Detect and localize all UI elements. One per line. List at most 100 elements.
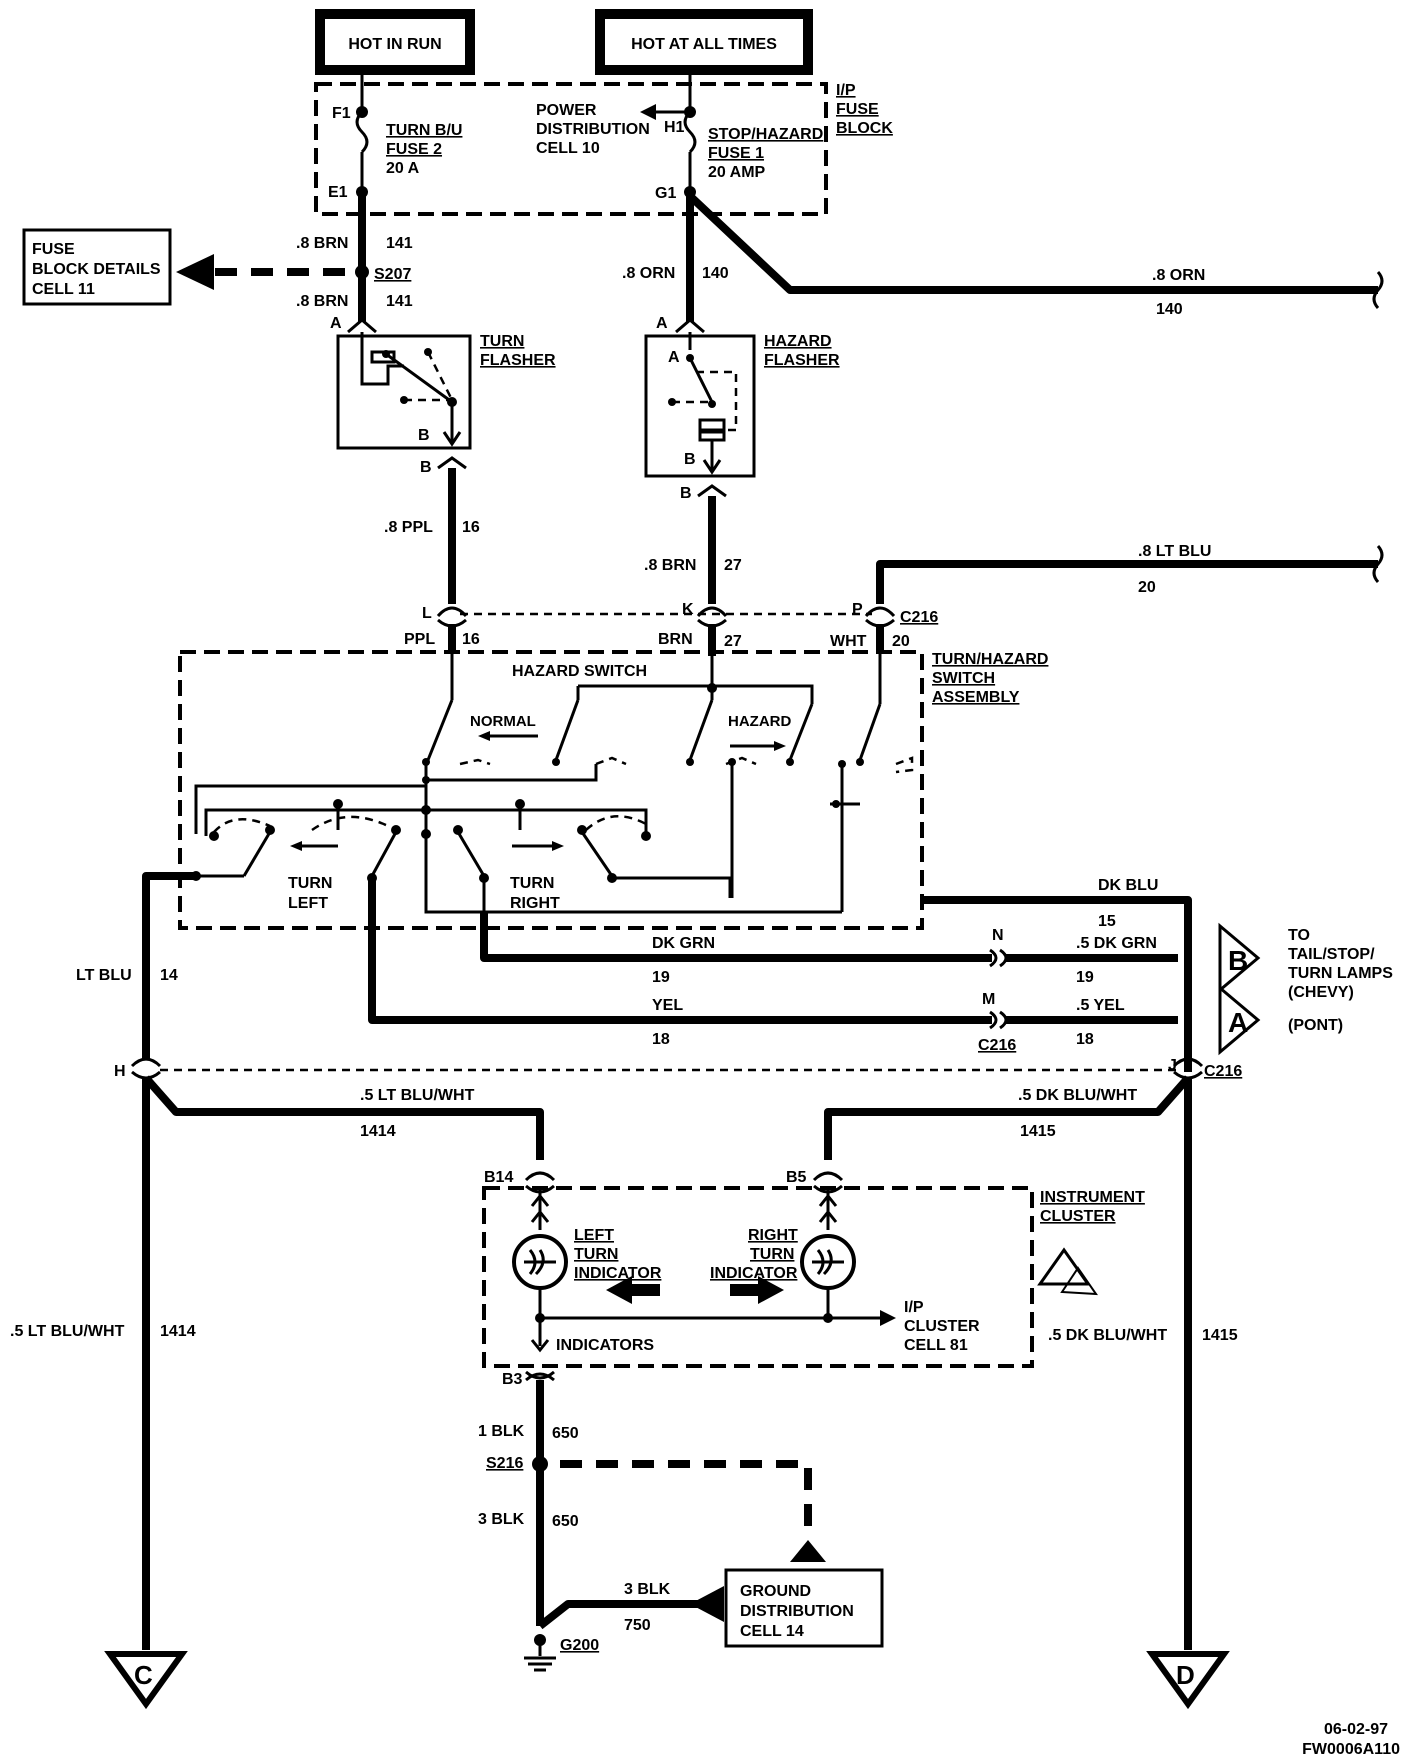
dest-b-label-4: (CHEVY): [1288, 984, 1354, 1001]
turn-right-label-2: RIGHT: [510, 895, 560, 912]
wire-14-lt-blu: LT BLU 14: [76, 872, 196, 1060]
wire-27: .8 BRN 27: [644, 496, 742, 604]
wire-16: .8 PPL 16: [384, 468, 480, 604]
wire-16-color: .8 PPL: [384, 519, 433, 536]
fuse-block-title-1: I/P: [836, 82, 856, 99]
wire-18-yel: YEL 18 .5 YEL 18 M C216: [368, 878, 1178, 1054]
ppl-c-label: PPL: [404, 631, 435, 648]
left-arrow-icon: [606, 1276, 660, 1304]
wire-1414-num-side: 1414: [160, 1323, 196, 1340]
ip-cluster-arrow: [880, 1310, 896, 1326]
ground-dist-2: DISTRIBUTION: [740, 1603, 854, 1620]
wire-15-color: DK BLU: [1098, 877, 1158, 894]
ground-dist-1: GROUND: [740, 1583, 811, 1600]
connector-c216-top: L K P C216 PPL 16 BRN 27 WHT 20: [404, 601, 938, 656]
hazard-flasher-label-2: FLASHER: [764, 352, 840, 369]
ground-dist-up-arrow: [790, 1540, 826, 1562]
turn-left-label-1: TURN: [288, 875, 332, 892]
hazard-switch-label: HAZARD SWITCH: [512, 663, 647, 680]
dest-c-letter: C: [134, 1660, 153, 1690]
wire-18-color: YEL: [652, 997, 683, 1014]
pin-g1: G1: [655, 185, 676, 202]
wire-650-color-top: 1 BLK: [478, 1423, 525, 1440]
brn-c-label: BRN: [658, 631, 693, 648]
splice-s207: [355, 265, 369, 279]
c216-label-bottom: C216: [1204, 1063, 1242, 1080]
wire-1415-num-side: 1415: [1202, 1327, 1238, 1344]
ground-distribution-box: GROUND DISTRIBUTION CELL 14: [724, 1568, 884, 1648]
wire-20: .8 LT BLU 20: [876, 543, 1384, 604]
wire-1415-color-top: .5 DK BLU/WHT: [1018, 1087, 1137, 1104]
wire-140-color-right: .8 ORN: [1152, 267, 1205, 284]
hot-in-run-label: HOT IN RUN: [348, 36, 441, 53]
fuse-details-1: FUSE: [32, 241, 75, 258]
destination-c: C: [104, 1651, 188, 1710]
right-indicator-label-2: TURN: [750, 1246, 794, 1263]
wire-140: .8 ORN 140 .8 ORN 140: [622, 193, 1384, 322]
wire-1415-num-top: 1415: [1020, 1123, 1056, 1140]
wire-141-color-bot: .8 BRN: [296, 293, 348, 310]
cluster-title-1: INSTRUMENT: [1040, 1189, 1145, 1206]
pin-m: M: [982, 991, 995, 1008]
ground-dist-3: CELL 14: [740, 1623, 804, 1640]
power-dist-label-1: POWER: [536, 102, 597, 119]
wire-1414-color-side: .5 LT BLU/WHT: [10, 1323, 125, 1340]
hazard-flasher-pin-b2: B: [680, 485, 692, 502]
pin-b3: B3: [502, 1371, 523, 1388]
n16-c-label: 16: [462, 631, 480, 648]
instrument-cluster: INSTRUMENT CLUSTER B14 B5 LEFT TURN INDI…: [482, 1169, 1145, 1388]
stop-fuse-label-3: 20 AMP: [708, 164, 766, 181]
wire-1414: .5 LT BLU/WHT 1414 .5 LT BLU/WHT 1414: [10, 1075, 544, 1650]
esd-hand-icon: [1060, 1266, 1098, 1296]
turn-flasher: A TURN FLASHER B B: [330, 315, 556, 476]
wire-650-num-bot: 650: [552, 1513, 579, 1530]
pin-j: J: [1168, 1057, 1177, 1074]
ip-cluster-label-3: CELL 81: [904, 1337, 968, 1354]
esd-warning-icon: [1037, 1247, 1091, 1286]
turn-flasher-label-1: TURN: [480, 333, 524, 350]
normal-label: NORMAL: [470, 713, 536, 730]
wire-18-color-right: .5 YEL: [1076, 997, 1125, 1014]
hazard-flasher: A HAZARD FLASHER A B B: [644, 315, 840, 502]
dest-b-label-2: TAIL/STOP/: [1288, 946, 1375, 963]
turn-flasher-pin-b2: B: [420, 459, 432, 476]
stop-fuse-label-2: FUSE 1: [708, 145, 764, 162]
hot-in-run-box: HOT IN RUN: [315, 9, 475, 75]
pin-e1: E1: [328, 184, 348, 201]
wire-19-num-right: 19: [1076, 969, 1094, 986]
ip-cluster-label-2: CLUSTER: [904, 1318, 980, 1335]
pin-k: K: [682, 601, 694, 618]
footer-code: FW0006A110: [1302, 1741, 1400, 1758]
wire-141-num-top: 141: [386, 235, 413, 252]
wire-20-num: 20: [1138, 579, 1156, 596]
hot-at-all-times-box: HOT AT ALL TIMES: [595, 9, 813, 75]
wire-140-color-left: .8 ORN: [622, 265, 675, 282]
ground-dist-arrow: [690, 1586, 724, 1622]
dest-a-letter: A: [1228, 1007, 1248, 1038]
wire-15-dk-blu: DK BLU 15: [922, 877, 1192, 1072]
wire-141: .8 BRN 141 S207 .8 BRN 141: [296, 196, 413, 322]
turn-fuse-symbol: [355, 110, 369, 154]
fuse-details-2: BLOCK DETAILS: [32, 261, 161, 278]
wire-14-num: 14: [160, 967, 178, 984]
cluster-title-2: CLUSTER: [1040, 1208, 1116, 1225]
n20-c-label: 20: [892, 633, 910, 650]
pin-h1: H1: [664, 119, 685, 136]
wire-650-color-bot: 3 BLK: [478, 1511, 525, 1528]
turn-flasher-pin-b: B: [418, 427, 430, 444]
fuse-block-details-box: FUSE BLOCK DETAILS CELL 11: [22, 228, 345, 306]
left-indicator-label-3: INDICATOR: [574, 1265, 662, 1282]
c216-label-top: C216: [900, 609, 938, 626]
hazard-flasher-inner-a: A: [668, 349, 680, 366]
right-indicator-label-3: INDICATOR: [710, 1265, 798, 1282]
g200-label: G200: [560, 1637, 599, 1654]
dest-d-letter: D: [1176, 1660, 1195, 1690]
turn-fuse-label-2: FUSE 2: [386, 141, 442, 158]
wire-19-color-right: .5 DK GRN: [1076, 935, 1157, 952]
wire-27-num: 27: [724, 557, 742, 574]
wire-140-num-right: 140: [1156, 301, 1183, 318]
right-arrow-icon: [730, 1276, 784, 1304]
ground-g200: G200: [524, 1634, 599, 1672]
wire-650: 1 BLK 650 S216 3 BLK 650: [478, 1380, 826, 1626]
